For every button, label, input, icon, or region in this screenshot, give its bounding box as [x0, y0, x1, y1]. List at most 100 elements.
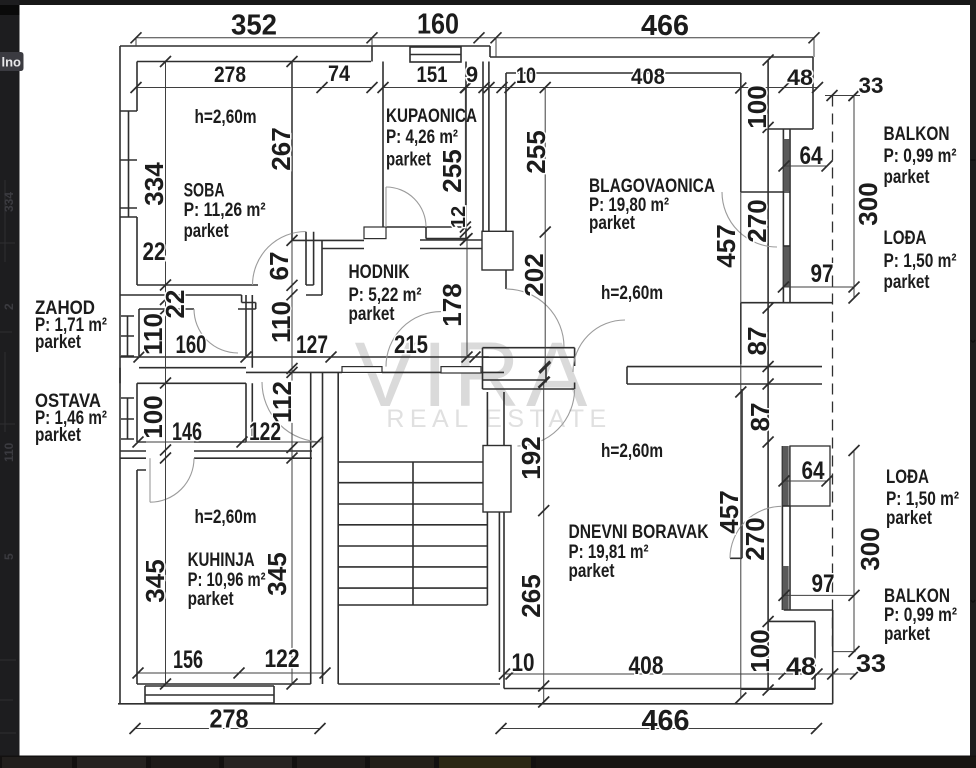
svg-text:408: 408 — [631, 64, 665, 89]
svg-text:ZAHOD: ZAHOD — [35, 298, 95, 319]
svg-text:345: 345 — [140, 559, 170, 602]
svg-text:lno: lno — [2, 55, 22, 70]
svg-text:P: 1,46 m²: P: 1,46 m² — [35, 408, 107, 429]
svg-text:352: 352 — [231, 10, 277, 42]
svg-text:REAL ESTATE: REAL ESTATE — [386, 405, 611, 433]
svg-text:parket: parket — [884, 624, 931, 645]
svg-text:466: 466 — [641, 10, 689, 42]
svg-text:122: 122 — [249, 418, 281, 446]
svg-text:278: 278 — [210, 704, 249, 734]
svg-text:67: 67 — [264, 252, 294, 281]
svg-text:255: 255 — [521, 130, 551, 173]
svg-text:22: 22 — [143, 238, 166, 266]
svg-text:160: 160 — [417, 9, 459, 41]
svg-text:97: 97 — [812, 570, 835, 598]
svg-text:P: 0,99 m²: P: 0,99 m² — [884, 605, 957, 626]
svg-text:P: 19,80 m²: P: 19,80 m² — [589, 195, 669, 216]
svg-text:408: 408 — [629, 652, 664, 680]
svg-text:parket: parket — [589, 213, 636, 234]
svg-text:146: 146 — [172, 418, 202, 446]
svg-text:278: 278 — [214, 62, 246, 87]
svg-text:110: 110 — [2, 442, 16, 462]
svg-text:P: 4,26 m²: P: 4,26 m² — [386, 127, 458, 148]
svg-text:HODNIK: HODNIK — [349, 262, 410, 283]
svg-text:h=2,60m: h=2,60m — [601, 441, 663, 462]
svg-text:parket: parket — [569, 561, 616, 582]
svg-text:parket: parket — [184, 221, 230, 242]
svg-text:33: 33 — [856, 650, 886, 678]
svg-text:P: 0,99 m²: P: 0,99 m² — [884, 146, 957, 167]
svg-text:33: 33 — [859, 73, 884, 98]
svg-text:LOĐA: LOĐA — [886, 467, 929, 488]
svg-text:270: 270 — [742, 199, 772, 242]
svg-text:DNEVNI BORAVAK: DNEVNI BORAVAK — [569, 522, 709, 543]
svg-text:255: 255 — [437, 149, 467, 192]
svg-text:100: 100 — [745, 629, 775, 672]
svg-text:267: 267 — [266, 127, 296, 170]
svg-text:270: 270 — [740, 517, 770, 560]
svg-text:BALKON: BALKON — [884, 124, 950, 145]
svg-text:parket: parket — [886, 508, 933, 529]
svg-text:KUPAONICA: KUPAONICA — [386, 106, 477, 127]
svg-text:215: 215 — [394, 331, 428, 359]
svg-text:87: 87 — [745, 403, 775, 432]
svg-text:parket: parket — [884, 272, 931, 293]
svg-text:SOBA: SOBA — [184, 181, 225, 202]
svg-text:97: 97 — [811, 260, 834, 288]
svg-text:P: 1,71 m²: P: 1,71 m² — [35, 315, 107, 336]
svg-text:265: 265 — [516, 574, 546, 617]
svg-text:300: 300 — [855, 527, 885, 570]
svg-text:2: 2 — [2, 303, 16, 310]
svg-text:457: 457 — [714, 490, 744, 533]
svg-text:P: 1,50 m²: P: 1,50 m² — [884, 251, 957, 272]
svg-text:334: 334 — [2, 192, 16, 212]
svg-text:P: 10,96 m²: P: 10,96 m² — [188, 570, 266, 591]
svg-text:466: 466 — [642, 705, 690, 737]
svg-text:9: 9 — [466, 62, 478, 87]
svg-text:48: 48 — [787, 65, 813, 90]
svg-text:h=2,60m: h=2,60m — [601, 283, 663, 304]
svg-text:110: 110 — [266, 301, 296, 343]
svg-text:parket: parket — [349, 304, 396, 325]
svg-text:12: 12 — [448, 206, 470, 228]
svg-text:160: 160 — [176, 331, 207, 359]
svg-text:h=2,60m: h=2,60m — [195, 107, 257, 128]
svg-text:48: 48 — [786, 653, 816, 681]
svg-text:h=2,60m: h=2,60m — [195, 507, 257, 528]
svg-text:5: 5 — [2, 553, 16, 560]
svg-text:BLAGOVAONICA: BLAGOVAONICA — [589, 176, 715, 197]
svg-text:parket: parket — [386, 150, 432, 171]
svg-text:22: 22 — [160, 290, 190, 319]
svg-text:127: 127 — [296, 331, 328, 359]
svg-text:87: 87 — [742, 327, 772, 356]
svg-text:64: 64 — [802, 457, 825, 485]
svg-text:202: 202 — [519, 253, 549, 296]
svg-text:64: 64 — [800, 142, 823, 170]
svg-text:457: 457 — [711, 224, 741, 267]
svg-text:P: 11,26 m²: P: 11,26 m² — [184, 200, 266, 221]
svg-text:KUHINJA: KUHINJA — [188, 550, 255, 571]
svg-text:110: 110 — [138, 313, 168, 355]
svg-text:parket: parket — [35, 425, 82, 446]
svg-text:parket: parket — [188, 589, 235, 610]
svg-text:122: 122 — [265, 645, 300, 673]
svg-text:P: 1,50 m²: P: 1,50 m² — [886, 489, 959, 510]
svg-text:100: 100 — [138, 395, 168, 438]
svg-text:345: 345 — [262, 552, 292, 595]
svg-text:156: 156 — [173, 646, 203, 674]
svg-text:192: 192 — [516, 436, 546, 479]
svg-text:BALKON: BALKON — [884, 586, 950, 607]
svg-text:178: 178 — [437, 283, 467, 326]
svg-text:10: 10 — [516, 63, 536, 88]
svg-text:LOĐA: LOĐA — [884, 228, 927, 249]
svg-text:parket: parket — [35, 332, 82, 353]
svg-text:OSTAVA: OSTAVA — [35, 391, 101, 412]
svg-text:10: 10 — [512, 649, 535, 677]
svg-text:P: 5,22 m²: P: 5,22 m² — [349, 285, 422, 306]
svg-text:VIRA: VIRA — [355, 324, 594, 426]
svg-text:parket: parket — [884, 167, 931, 188]
svg-text:334: 334 — [139, 162, 169, 206]
svg-text:300: 300 — [853, 182, 883, 225]
svg-text:112: 112 — [267, 381, 297, 423]
svg-text:P: 19,81 m²: P: 19,81 m² — [569, 542, 649, 563]
